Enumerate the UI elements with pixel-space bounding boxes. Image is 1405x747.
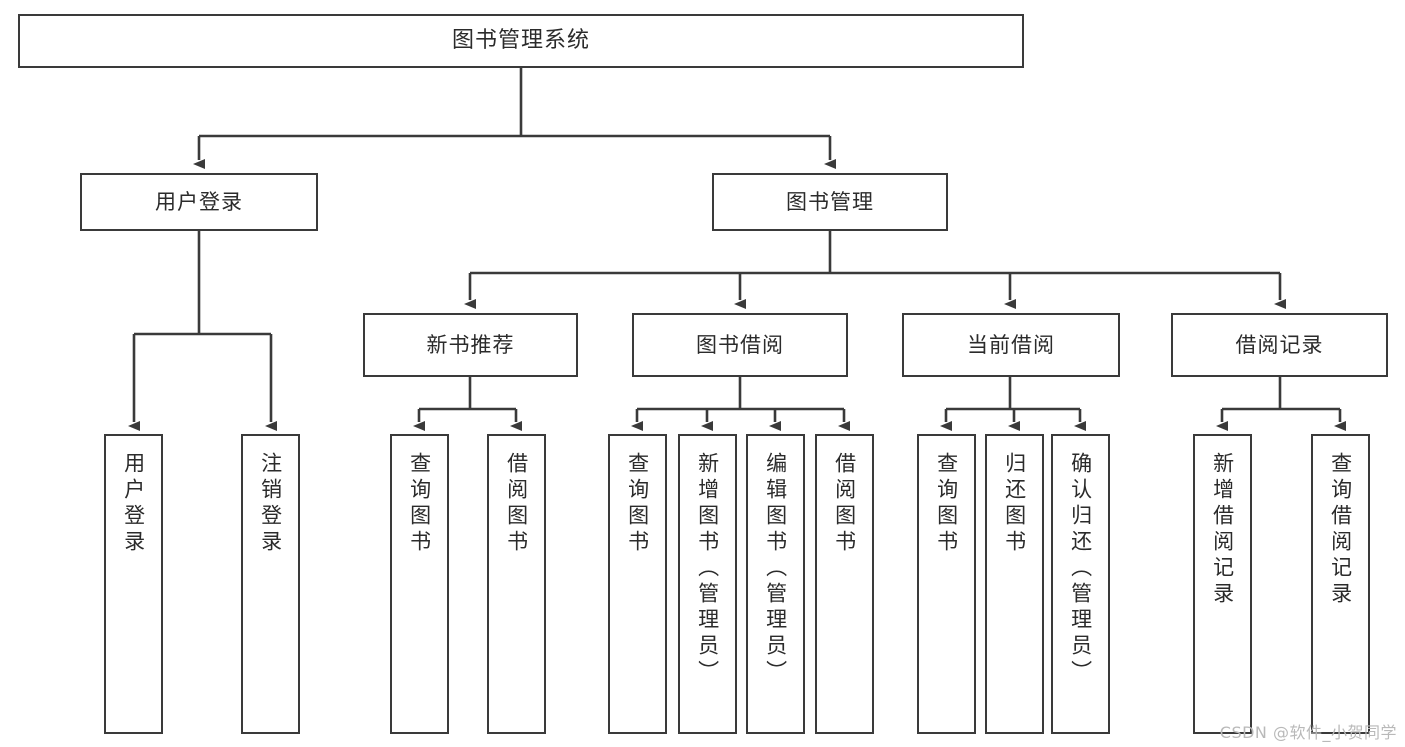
node-borrow-record[interactable]: 借阅记录 [1171,313,1388,377]
leaf-add-record[interactable]: 新增借阅记录 [1193,434,1252,734]
node-label: 查询图书 [625,452,650,556]
leaf-add-book[interactable]: 新增图书（管理员） [678,434,737,734]
leaf-query-book-1[interactable]: 查询图书 [390,434,449,734]
node-label: 图书管理系统 [451,28,590,54]
node-label: 图书借阅 [696,332,784,357]
node-label: 新增图书（管理员） [695,452,720,686]
node-label: 归还图书 [1002,452,1027,556]
leaf-user-login[interactable]: 用户登录 [104,434,163,734]
node-label: 查询图书 [934,452,959,556]
leaf-query-record[interactable]: 查询借阅记录 [1311,434,1370,734]
leaf-return-book[interactable]: 归还图书 [985,434,1044,734]
node-label: 借阅图书 [832,452,857,556]
leaf-borrow-book-1[interactable]: 借阅图书 [487,434,546,734]
node-book-management-system[interactable]: 图书管理系统 [18,14,1024,68]
node-label: 查询借阅记录 [1328,452,1353,608]
node-label: 编辑图书（管理员） [763,452,788,686]
node-label: 确认归还（管理员） [1068,452,1093,686]
node-new-book-recommend[interactable]: 新书推荐 [363,313,578,377]
leaf-edit-book[interactable]: 编辑图书（管理员） [746,434,805,734]
node-label: 借阅图书 [504,452,529,556]
node-current-borrow[interactable]: 当前借阅 [902,313,1120,377]
leaf-confirm-return[interactable]: 确认归还（管理员） [1051,434,1110,734]
node-label: 新书推荐 [426,332,515,357]
node-label: 用户登录 [155,189,243,214]
leaf-query-book-2[interactable]: 查询图书 [608,434,667,734]
leaf-logout-login[interactable]: 注销登录 [241,434,300,734]
node-label: 图书管理 [786,189,874,214]
leaf-borrow-book-2[interactable]: 借阅图书 [815,434,874,734]
node-label: 用户登录 [121,452,146,556]
node-book-management[interactable]: 图书管理 [712,173,948,231]
node-book-borrow[interactable]: 图书借阅 [632,313,848,377]
csdn-watermark: CSDN @软件_小贺同学 [1219,723,1397,742]
node-label: 查询图书 [407,452,432,556]
node-user-login[interactable]: 用户登录 [80,173,318,231]
node-label: 注销登录 [258,452,283,556]
node-label: 借阅记录 [1235,332,1324,357]
node-label: 新增借阅记录 [1210,452,1235,608]
node-label: 当前借阅 [967,332,1055,357]
leaf-query-book-3[interactable]: 查询图书 [917,434,976,734]
